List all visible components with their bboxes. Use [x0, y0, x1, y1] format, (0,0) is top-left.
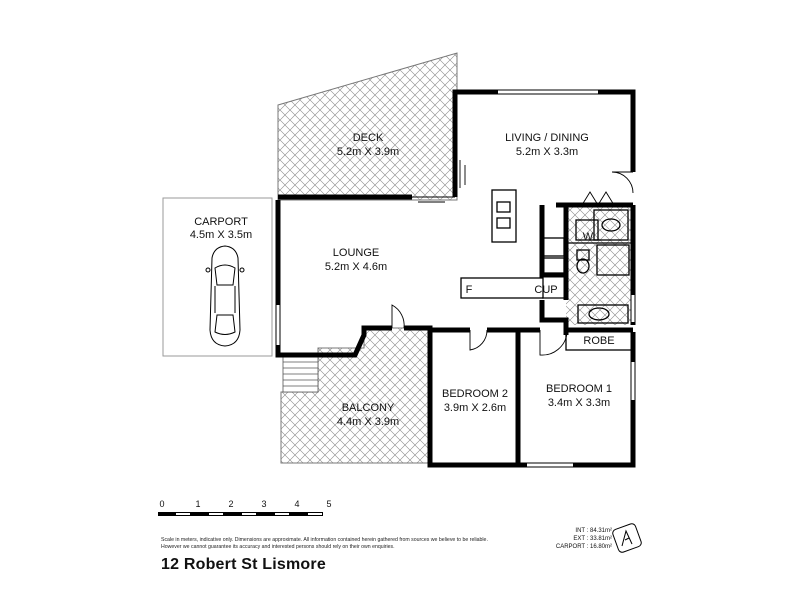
bedroom-1-size: 3.4m X 3.3m: [548, 397, 610, 409]
scale-tick-2: 2: [228, 499, 234, 509]
robe-label: ROBE: [583, 335, 614, 347]
car-icon: [205, 245, 245, 347]
bedroom-2-size: 3.9m X 2.6m: [444, 402, 506, 414]
living-dining-size: 5.2m X 3.3m: [516, 146, 578, 158]
bedroom-2-label: BEDROOM 2: [442, 388, 508, 400]
bedroom-1-label: BEDROOM 1: [546, 383, 612, 395]
living-dining-label: LIVING / DINING: [505, 132, 589, 144]
deck-size: 5.2m X 3.9m: [337, 146, 399, 158]
scale-bar: [158, 512, 330, 516]
scale-tick-0: 0: [159, 499, 165, 509]
scale-tick-1: 1: [195, 499, 201, 509]
property-address: 12 Robert St Lismore: [161, 556, 326, 573]
scale-tick-5: 5: [326, 499, 332, 509]
scale-tick-4: 4: [294, 499, 300, 509]
carport-size: 4.5m X 3.5m: [190, 229, 252, 241]
laundry-floor: [566, 205, 632, 240]
bathroom-floor: [566, 240, 632, 325]
area-summary: INT : 84.31m² EXT : 33.81m² CARPORT : 16…: [530, 527, 612, 551]
carport-area: [162, 197, 273, 357]
balcony-label: BALCONY: [342, 402, 395, 414]
area-int: INT : 84.31m²: [575, 528, 612, 534]
cupboard-label: CUP: [534, 284, 557, 296]
doors: [275, 89, 636, 468]
disclaimer-text: Scale in meters, indicative only. Dimens…: [161, 537, 488, 550]
scale-tick-3: 3: [261, 499, 267, 509]
lounge-label: LOUNGE: [333, 247, 379, 259]
stairs: [282, 355, 319, 393]
north-arrow-icon: [612, 523, 642, 553]
lounge-size: 5.2m X 4.6m: [325, 261, 387, 273]
deck-label: DECK: [353, 132, 384, 144]
carport-label: CARPORT: [194, 216, 248, 228]
area-carport: CARPORT : 16.80m²: [555, 544, 612, 550]
deck-area: [277, 52, 458, 201]
partitions: [460, 189, 633, 351]
balcony-size: 4.4m X 3.9m: [337, 416, 399, 428]
fridge-label: F: [466, 284, 473, 296]
area-ext: EXT : 33.81m²: [573, 536, 612, 542]
washer-label: W: [583, 231, 594, 243]
